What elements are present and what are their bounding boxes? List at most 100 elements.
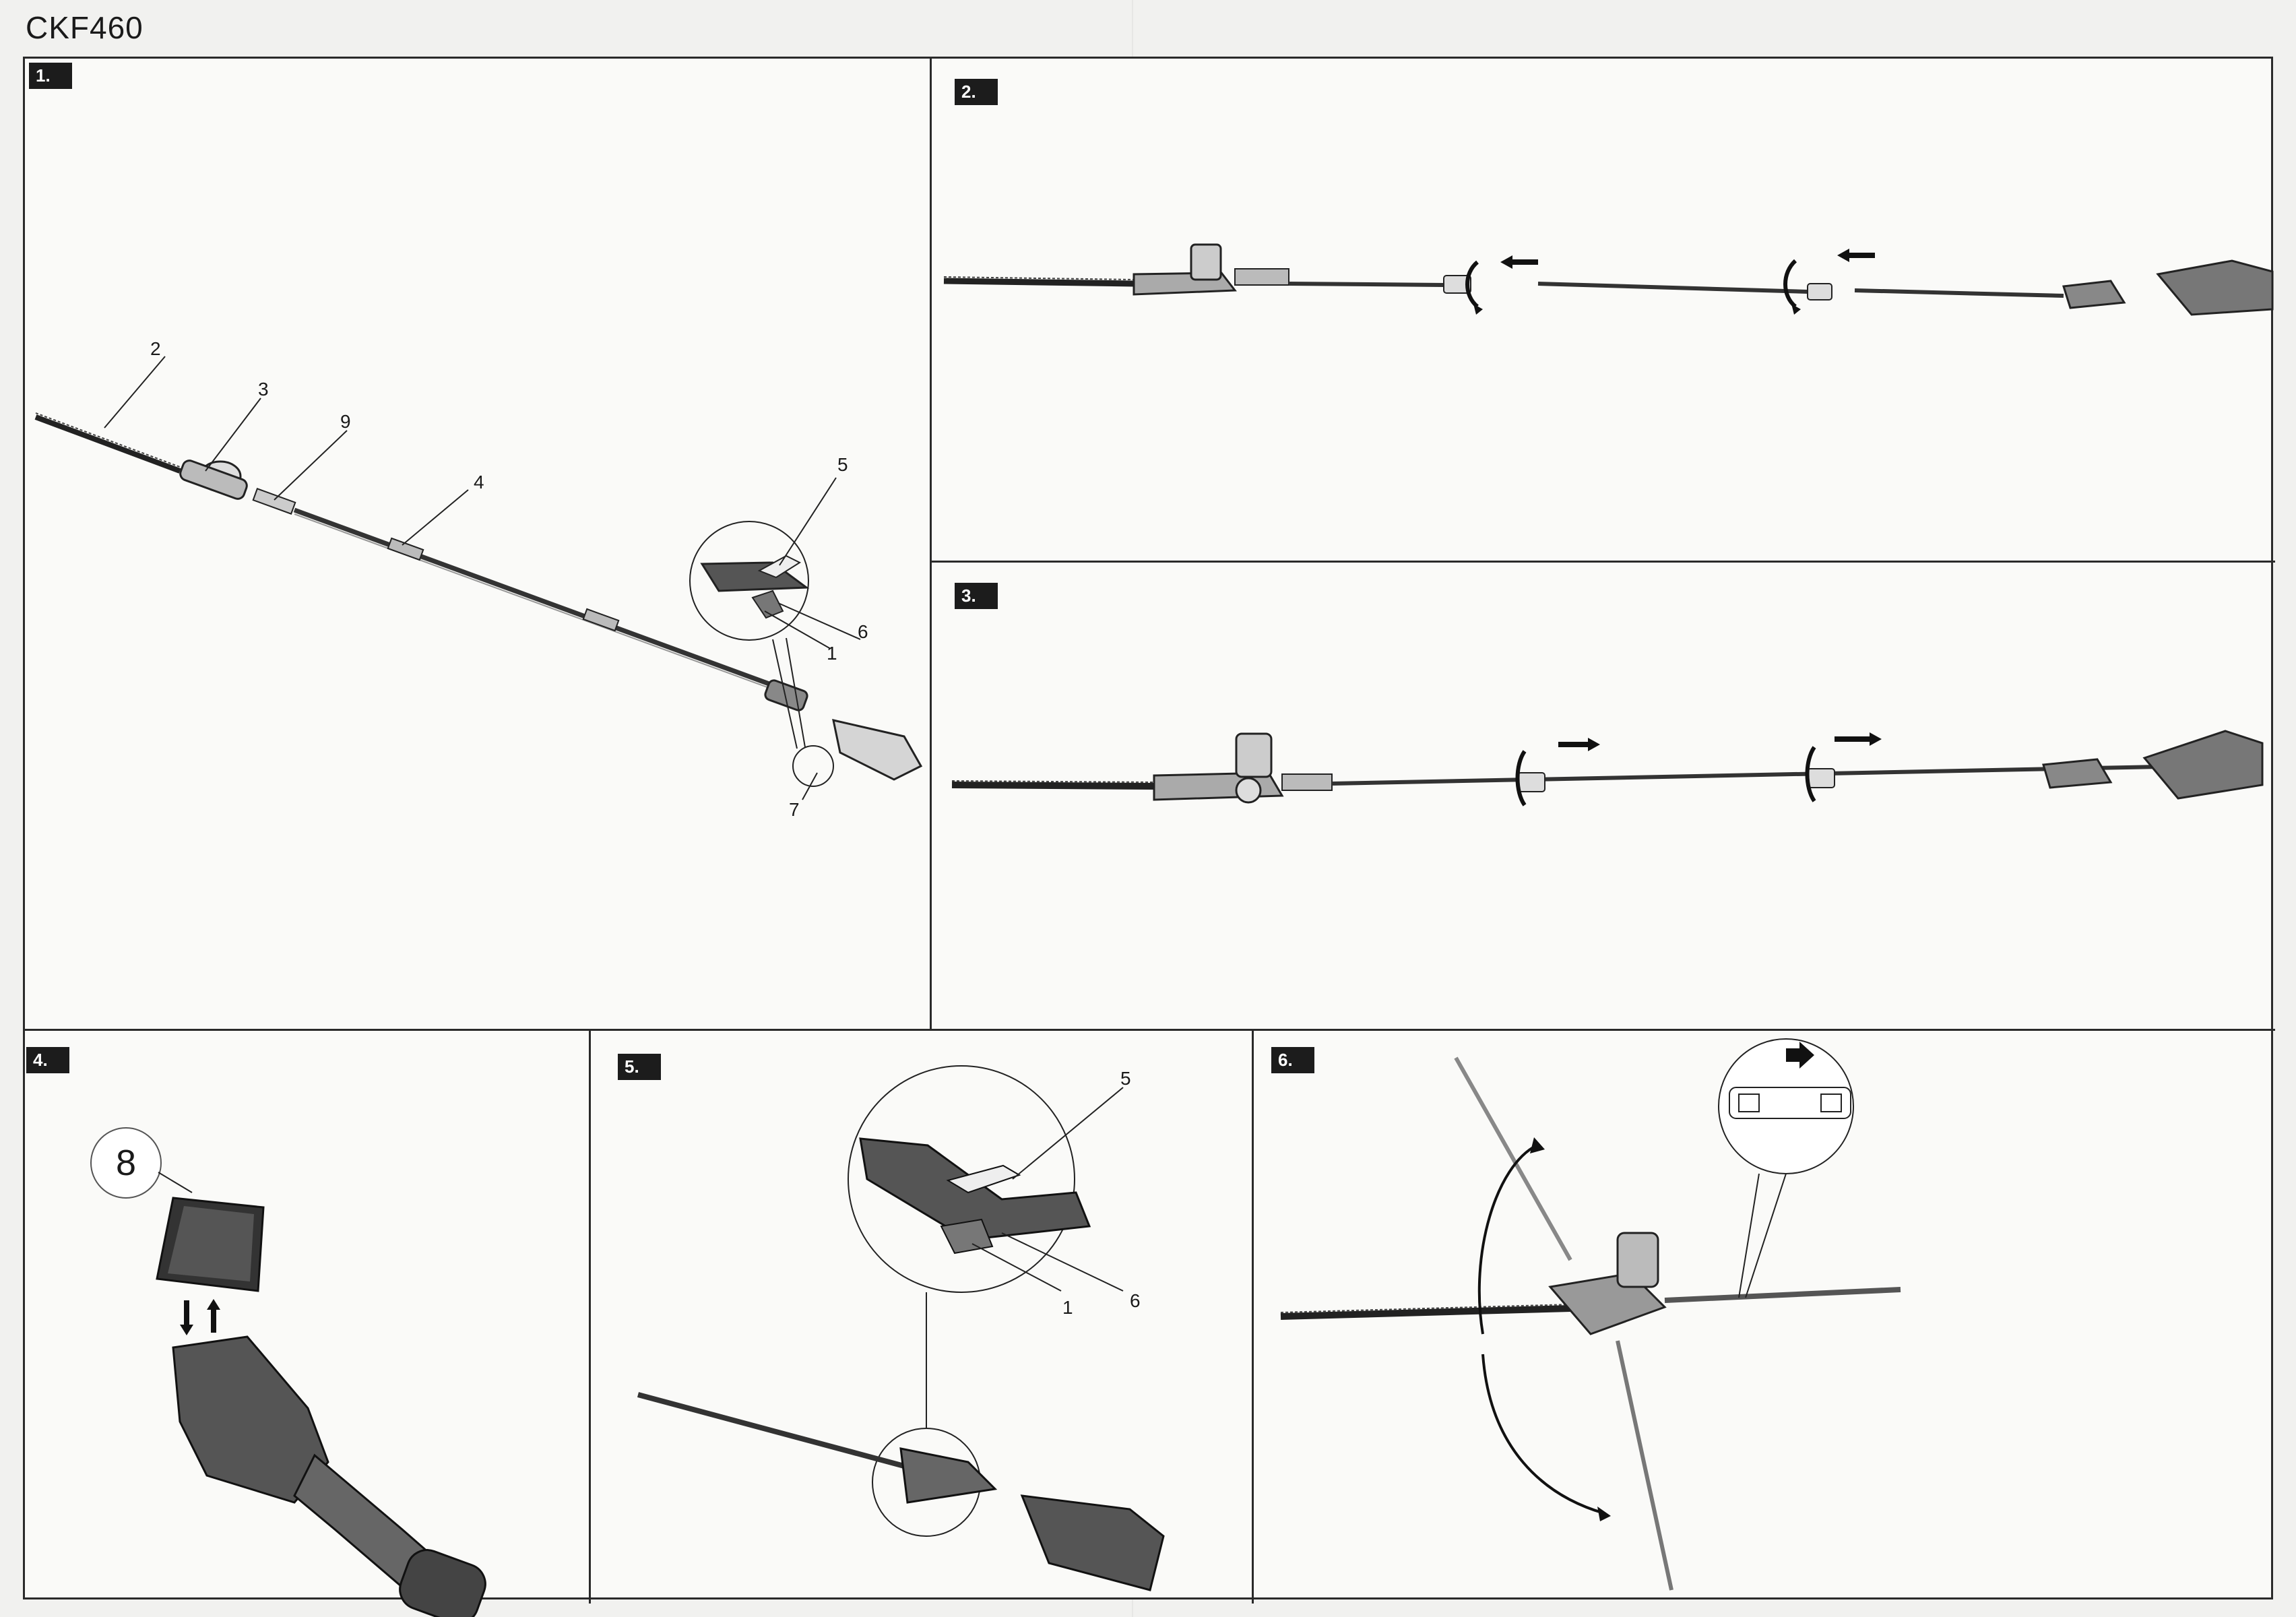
battery-housing: [1020, 1494, 1165, 1591]
zoom-lock-slider: [1729, 1087, 1851, 1119]
instruction-sheet: 1.: [23, 57, 2275, 1617]
battery-insert-drawing: 8: [90, 1127, 486, 1617]
callout-1: 1: [1062, 1297, 1073, 1318]
handle-end-cap: [399, 1549, 486, 1617]
leader-1: [764, 610, 831, 649]
lock-arrow-2: [1805, 746, 1816, 802]
leader-5: [779, 477, 837, 566]
zoom-connector-b: [1745, 1173, 1787, 1298]
shaft-segment-2: [1537, 282, 1808, 294]
panel-2: 2.: [932, 59, 2275, 563]
handle-detail-drawing: 5 1 6: [637, 1065, 1165, 1591]
panel-5: 5. 5 1 6: [591, 1031, 1254, 1604]
callout-7: 7: [789, 799, 800, 820]
panel-3: 3.: [932, 563, 2275, 1029]
bottom-row: 4. 8 5.: [25, 1029, 2275, 1617]
rotate-arrow-2-head: [1791, 304, 1801, 315]
blade: [34, 414, 181, 474]
remove-arrow-head: [207, 1299, 220, 1310]
handle: [2042, 758, 2113, 789]
blade-raised-ghost: [1454, 1056, 1572, 1261]
callout-8: 8: [116, 1143, 136, 1183]
callout-5: 5: [1120, 1068, 1131, 1089]
blade-horizontal-teeth: [1280, 1304, 1571, 1313]
shaft: [293, 507, 774, 688]
zoom-lock-slot-right: [1820, 1093, 1842, 1112]
lock-arrow-1: [1515, 750, 1527, 806]
handle: [2062, 280, 2126, 309]
leader-9: [274, 430, 348, 501]
zoom-lock-off: [946, 1164, 1021, 1194]
rotate-arrow-2: [1783, 259, 1797, 309]
blade: [943, 278, 1135, 287]
detail-zoom-circle: [689, 521, 809, 641]
coupler-2: [1807, 768, 1835, 788]
blade-horizontal: [1280, 1305, 1571, 1320]
leader-5: [1012, 1087, 1124, 1180]
leader-1: [971, 1243, 1062, 1292]
gear-cap: [1235, 732, 1273, 778]
shaft: [1664, 1287, 1901, 1303]
pull-arrow-1-head: [1588, 738, 1600, 751]
callout-2: 2: [150, 338, 161, 359]
coupler-1: [1443, 275, 1471, 294]
coupler-1: [1517, 772, 1545, 792]
shaft-shadow: [294, 513, 773, 690]
battery-face: [168, 1206, 254, 1281]
panel-1: 1.: [25, 59, 932, 1029]
zoom-trigger: [751, 590, 784, 619]
leader-6: [777, 602, 861, 640]
zoom-connector-a: [1738, 1173, 1760, 1298]
head-angle-drawing: [1280, 1038, 1901, 1591]
angle-joint: [1281, 773, 1333, 791]
callout-1: 1: [827, 643, 837, 664]
angle-lock: [252, 488, 296, 515]
panel-5-tag: 5.: [618, 1054, 661, 1080]
battery-housing: [832, 719, 923, 781]
shaft-segment-1: [1288, 282, 1444, 287]
raise-arc-head: [1530, 1137, 1545, 1153]
leader-2: [104, 356, 166, 429]
shaft-lock-drawing: [951, 730, 2264, 806]
callout-9: 9: [340, 411, 351, 432]
model-title: CKF460: [26, 10, 144, 45]
zoom-lock-slot-left: [1738, 1093, 1760, 1112]
blade-teeth: [35, 412, 181, 468]
push-arrow-1-head: [1500, 255, 1512, 269]
zoom-connector-a: [786, 637, 806, 748]
panel-3-tag: 3.: [955, 583, 998, 609]
zoom-connector-b: [772, 639, 798, 749]
leader-6: [1001, 1232, 1124, 1292]
pull-arrow-2-head: [1870, 732, 1882, 746]
zoom-trigger: [940, 1218, 994, 1255]
rotate-arrow-1: [1465, 260, 1479, 309]
shaft-assembly-drawing: [943, 243, 2274, 316]
blade-teeth: [951, 780, 1155, 783]
panel-4: 4. 8: [25, 1031, 591, 1617]
gear-cap: [1190, 243, 1222, 281]
pivot-knob: [1235, 777, 1262, 804]
coupler-2: [1807, 283, 1832, 300]
panel-1-tag: 1.: [29, 63, 72, 89]
small-detail-circle: [792, 745, 834, 787]
angle-joint: [1234, 268, 1289, 286]
handle-grip: [764, 679, 808, 711]
zoom-lock-off: [757, 554, 802, 579]
handle: [899, 1447, 998, 1504]
leader-3: [205, 398, 261, 472]
panel-4-tag: 4.: [26, 1047, 69, 1073]
shaft: [637, 1392, 916, 1471]
battery-housing: [2156, 259, 2274, 316]
insert-arrow-head: [180, 1325, 193, 1335]
lower-arc-head: [1597, 1507, 1611, 1521]
shaft-coupler-2: [582, 608, 620, 632]
head-housing: [179, 459, 248, 500]
callout-6: 6: [1130, 1290, 1141, 1311]
blade: [951, 782, 1155, 790]
callout-3: 3: [258, 379, 269, 400]
leader-8: [158, 1172, 193, 1193]
gear-housing: [1548, 1272, 1667, 1335]
hedge-trimmer-overview-drawing: 2 3 9 4 5 6 1 7: [34, 338, 923, 820]
shaft-segment-3: [1854, 288, 2064, 298]
lower-arc: [1481, 1354, 1605, 1515]
